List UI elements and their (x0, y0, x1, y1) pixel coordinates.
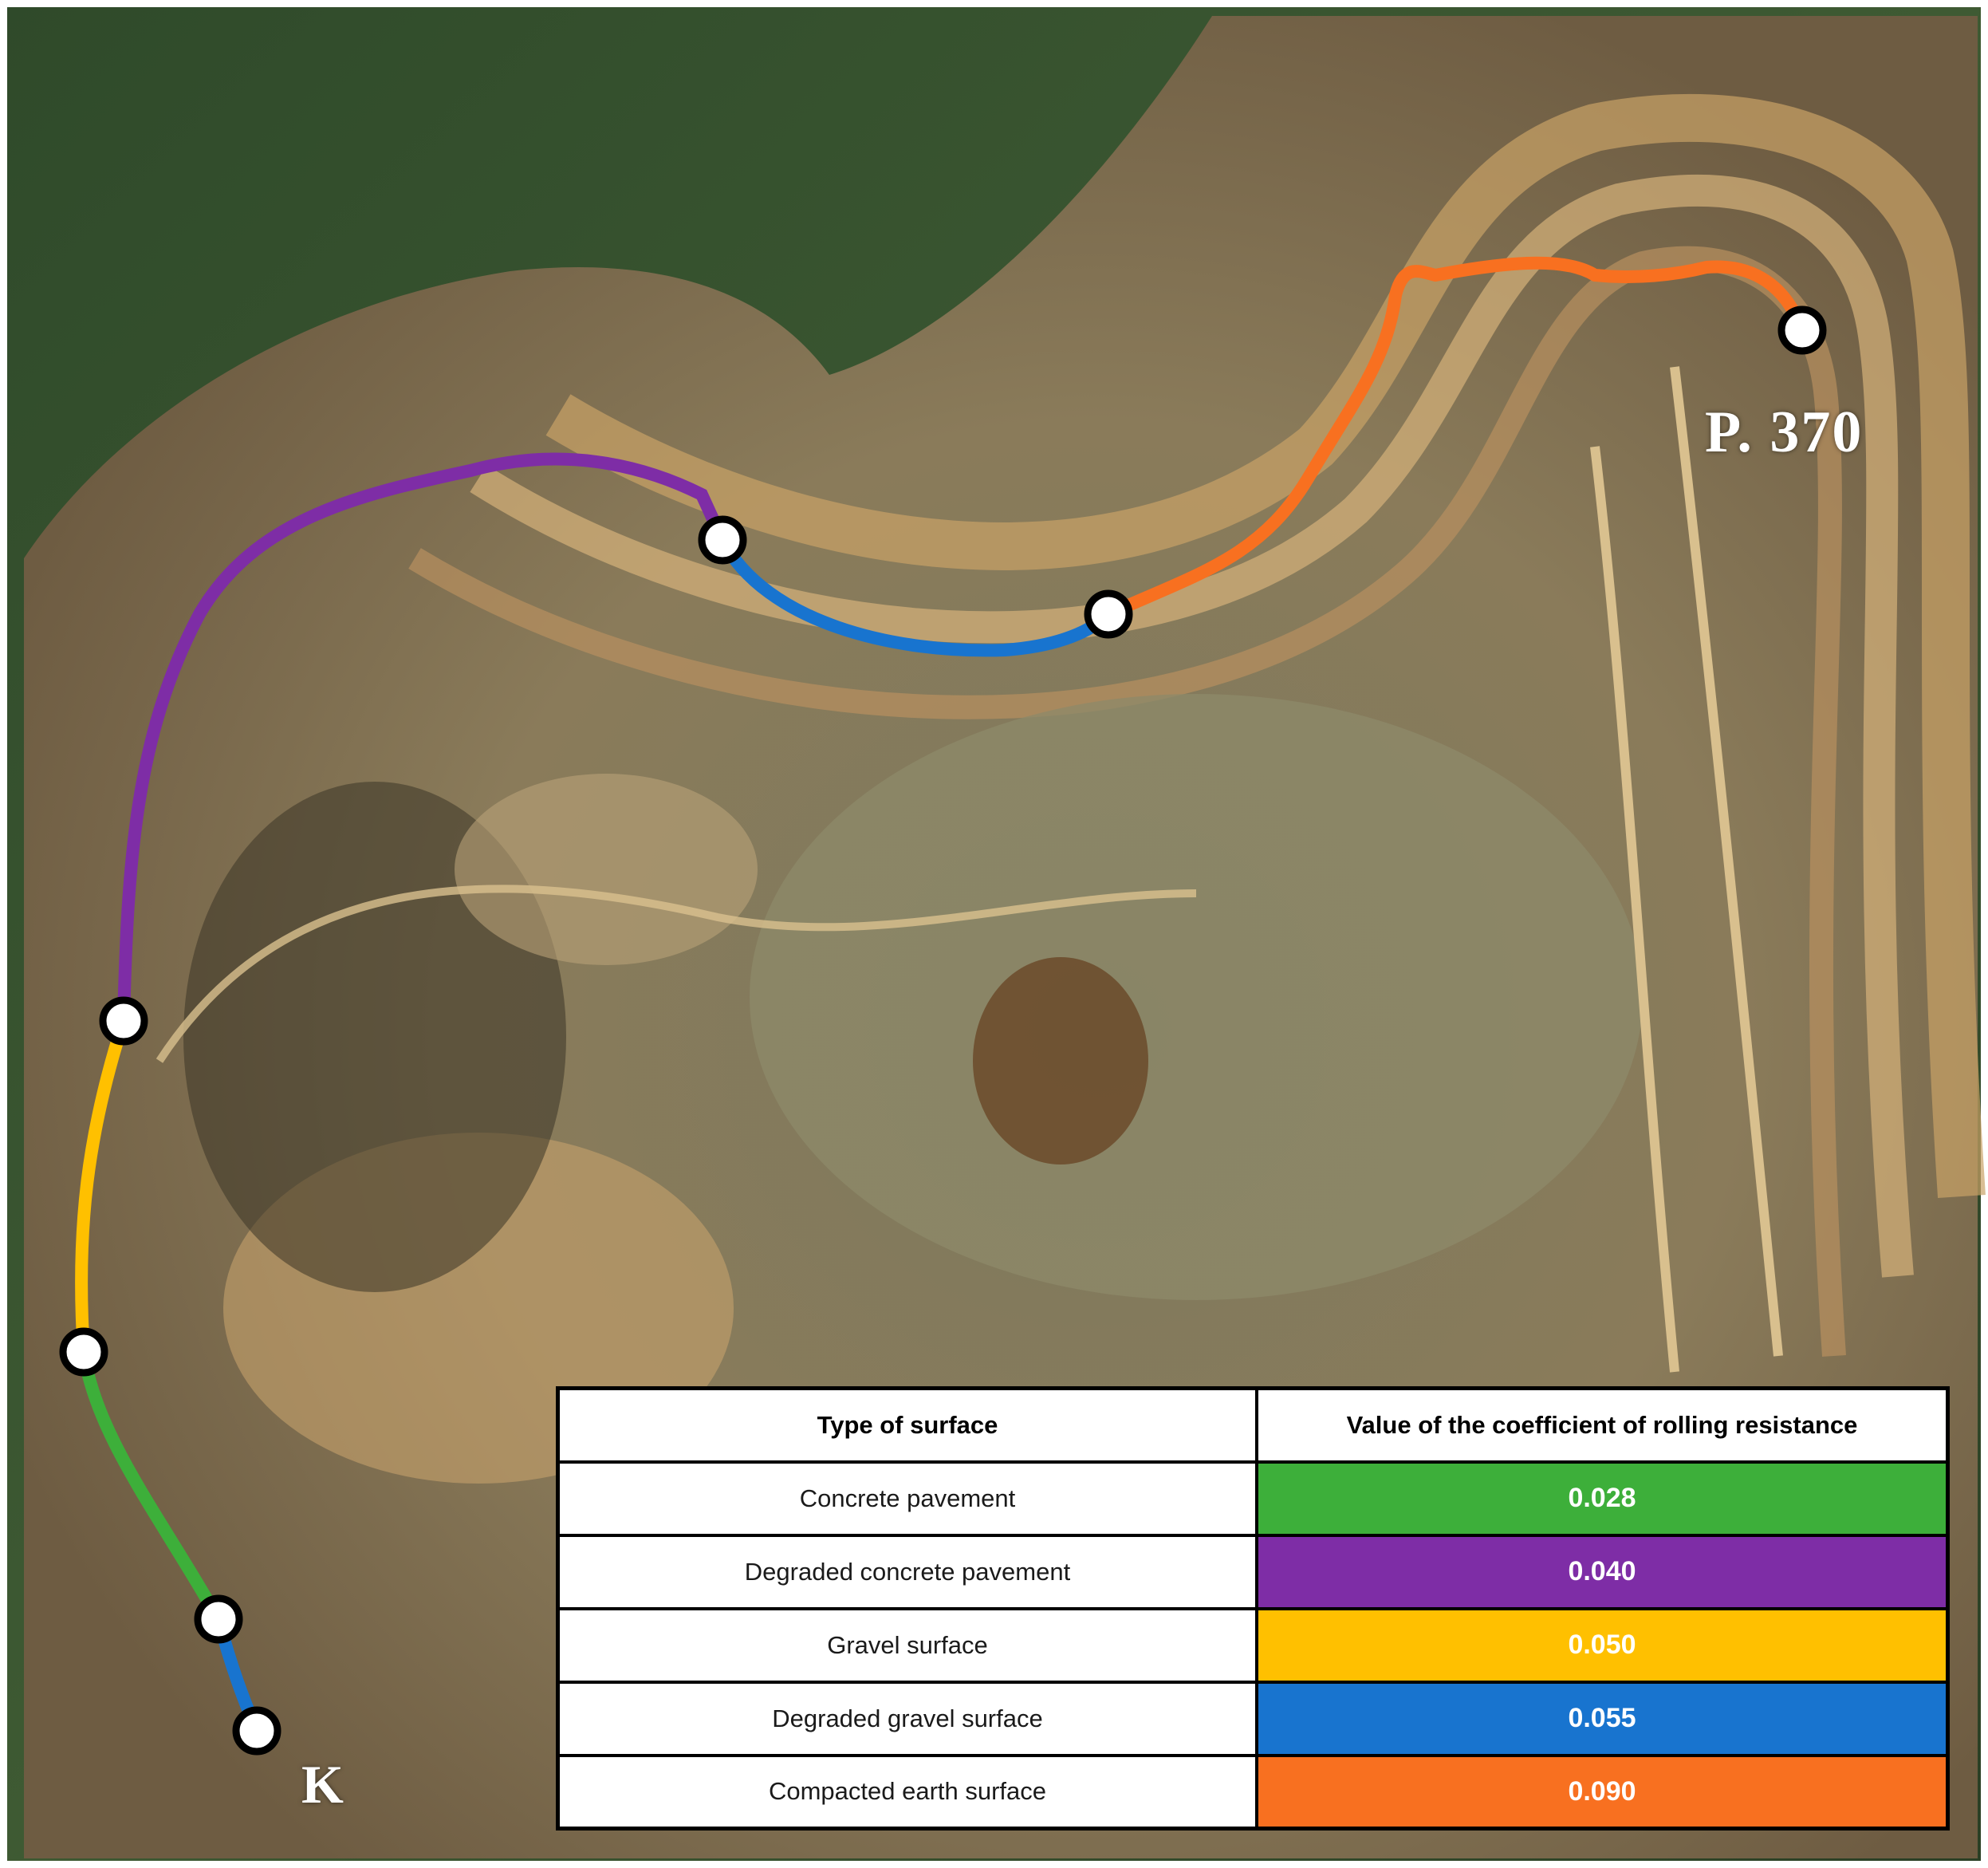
waypoint-marker (1777, 305, 1827, 355)
waypoints (59, 305, 1827, 1756)
coefficient-cell: 0.028 (1255, 1460, 1950, 1537)
surface-type-cell: Concrete pavement (556, 1460, 1258, 1537)
coefficient-cell: 0.050 (1255, 1606, 1950, 1684)
haul-road (1590, 446, 1679, 1373)
pale-patch (455, 774, 758, 965)
haul-road (1670, 366, 1783, 1357)
surface-type-cell: Compacted earth surface (556, 1753, 1258, 1831)
start-point-label: K (301, 1754, 344, 1815)
waypoint-marker (1084, 589, 1133, 639)
waypoint-marker (698, 515, 747, 565)
route-segment-degraded-gravel (716, 534, 1115, 657)
dark-pond (973, 957, 1148, 1165)
pit-floor (750, 694, 1643, 1300)
surface-type-cell: Degraded gravel surface (556, 1680, 1258, 1757)
bench-mid (470, 174, 1914, 1278)
table-row: Concrete pavement 0.028 (556, 1460, 1950, 1537)
route-segment-gravel (75, 1015, 130, 1358)
rolling-resistance-table: Type of surface Value of the coefficient… (556, 1386, 1950, 1831)
waypoint-marker (194, 1594, 243, 1644)
table-row: Gravel surface 0.050 (556, 1606, 1950, 1684)
route-segment-concrete (77, 1346, 225, 1626)
header-coefficient: Value of the coefficient of rolling resi… (1255, 1386, 1950, 1464)
waypoint-marker (232, 1706, 281, 1756)
surface-type-cell: Gravel surface (556, 1606, 1258, 1684)
table-row: Degraded concrete pavement 0.040 (556, 1533, 1950, 1610)
header-surface-type: Type of surface (556, 1386, 1258, 1464)
haul-road (155, 885, 1197, 1063)
table-row: Compacted earth surface 0.090 (556, 1753, 1950, 1831)
coefficient-cell: 0.055 (1255, 1680, 1950, 1757)
coefficient-cell: 0.090 (1255, 1753, 1950, 1831)
surface-type-cell: Degraded concrete pavement (556, 1533, 1258, 1610)
waypoint-marker (59, 1327, 108, 1377)
coefficient-cell: 0.040 (1255, 1533, 1950, 1610)
table-row: Degraded gravel surface 0.055 (556, 1680, 1950, 1757)
bench-outer (545, 93, 1986, 1198)
waypoint-marker (99, 996, 148, 1046)
route-segment-compacted-earth (1102, 256, 1809, 621)
table-header-row: Type of surface Value of the coefficient… (556, 1386, 1950, 1464)
end-point-label: P. 370 (1705, 400, 1864, 465)
route-segment-degraded-concrete (117, 452, 729, 1027)
